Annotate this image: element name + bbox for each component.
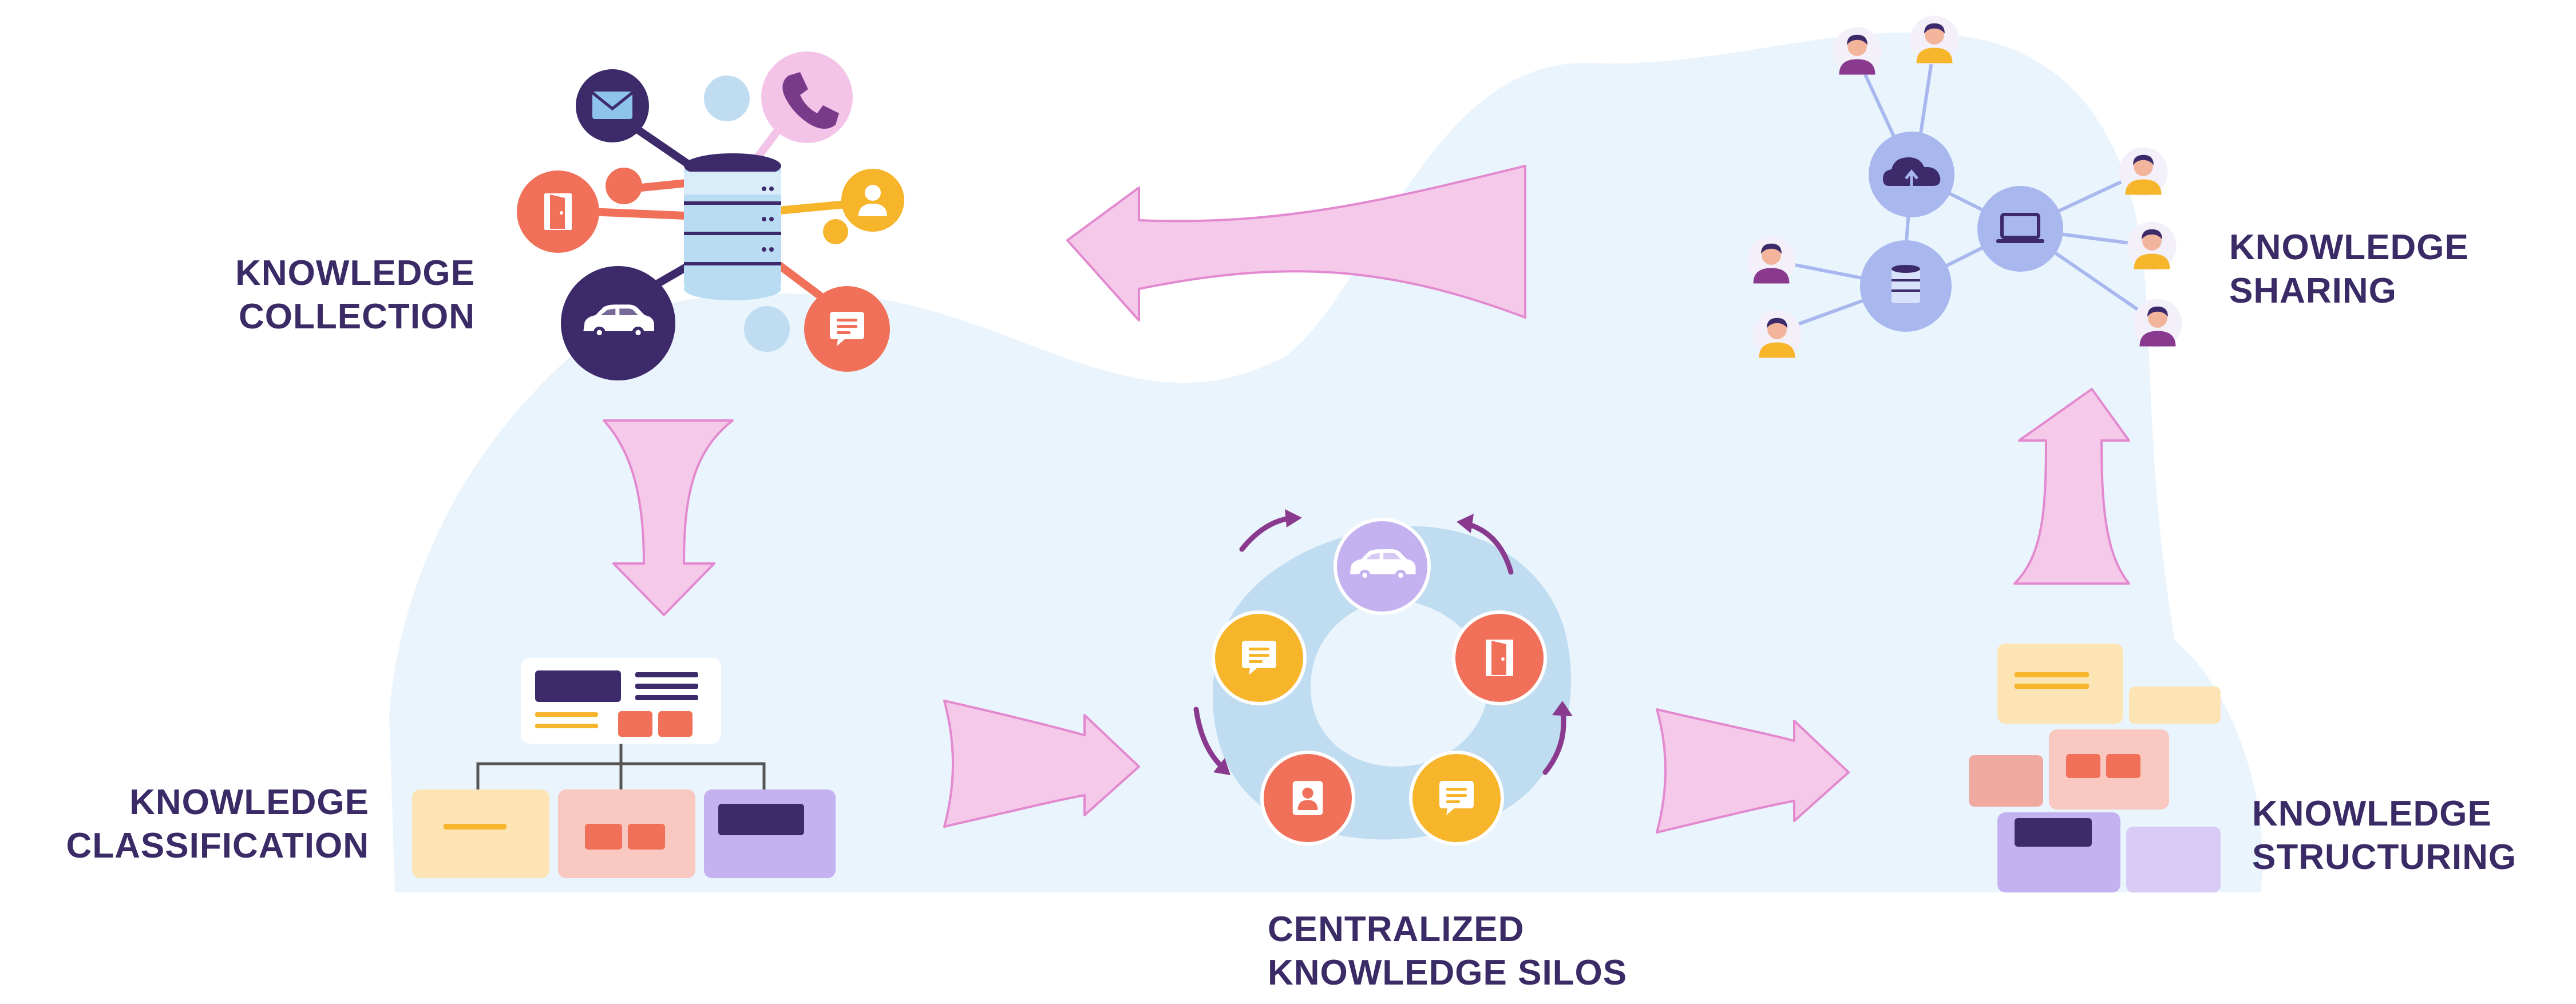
dot-yellow <box>823 219 848 244</box>
dot-coral <box>606 168 642 204</box>
person-icon <box>1833 27 1882 76</box>
arrow-structuring-to-sharing <box>2013 388 2130 585</box>
arrow-collection-to-classification <box>603 419 734 616</box>
label-line: CLASSIFICATION <box>66 826 369 866</box>
knowledge-collection-cluster <box>517 51 904 380</box>
dot-light-blue-2 <box>744 306 790 352</box>
label-line: COLLECTION <box>239 297 475 336</box>
mail-icon <box>591 92 634 119</box>
arrow-centralized-to-structuring <box>1656 708 1850 834</box>
hierarchy-icon <box>476 744 766 789</box>
person-icon <box>1910 15 1959 65</box>
person-icon <box>2133 299 2182 348</box>
knowledge-sharing-network <box>1747 15 2182 359</box>
label-line: SHARING <box>2229 271 2397 311</box>
label-centralized-knowledge-silos: CENTRALIZED KNOWLEDGE SILOS <box>1268 908 1668 995</box>
label-knowledge-collection: KNOWLEDGE COLLECTION <box>189 252 475 339</box>
label-line: KNOWLEDGE <box>2252 794 2492 834</box>
phone-node <box>761 51 853 143</box>
arrow-sharing-to-collection <box>1066 165 1526 322</box>
label-knowledge-classification: KNOWLEDGE CLASSIFICATION <box>34 781 369 868</box>
label-line: KNOWLEDGE <box>235 253 475 293</box>
label-line: KNOWLEDGE SILOS <box>1268 953 1628 993</box>
arrow-classification-to-centralized <box>943 700 1140 828</box>
person-icon <box>1752 310 1802 359</box>
label-line: KNOWLEDGE <box>2229 228 2469 267</box>
background-cloud <box>389 32 2263 893</box>
dot-light-blue <box>704 76 750 121</box>
label-line: CENTRALIZED <box>1268 910 1525 949</box>
label-line: KNOWLEDGE <box>129 783 369 822</box>
card-cream <box>412 789 549 878</box>
phone-icon <box>782 72 839 129</box>
knowledge-classification-hierarchy <box>412 658 836 878</box>
label-line: STRUCTURING <box>2252 838 2517 877</box>
user-icon <box>1292 781 1323 815</box>
label-knowledge-sharing: KNOWLEDGE SHARING <box>2229 226 2515 313</box>
laptop-icon <box>1996 213 2044 243</box>
person-icon <box>1747 236 1796 285</box>
database-icon <box>1892 265 1920 303</box>
person-icon <box>2119 147 2168 196</box>
centralized-silos-ring <box>1193 509 1573 846</box>
person-icon <box>2127 221 2177 271</box>
user-icon <box>858 185 887 216</box>
label-knowledge-structuring: KNOWLEDGE STRUCTURING <box>2252 792 2550 879</box>
door-icon <box>1486 640 1513 676</box>
card-salmon <box>558 789 695 878</box>
knowledge-structuring-blocks <box>1969 644 2221 892</box>
laptop-node <box>1977 186 2063 272</box>
database-icon <box>684 153 781 300</box>
door-icon <box>544 193 572 230</box>
